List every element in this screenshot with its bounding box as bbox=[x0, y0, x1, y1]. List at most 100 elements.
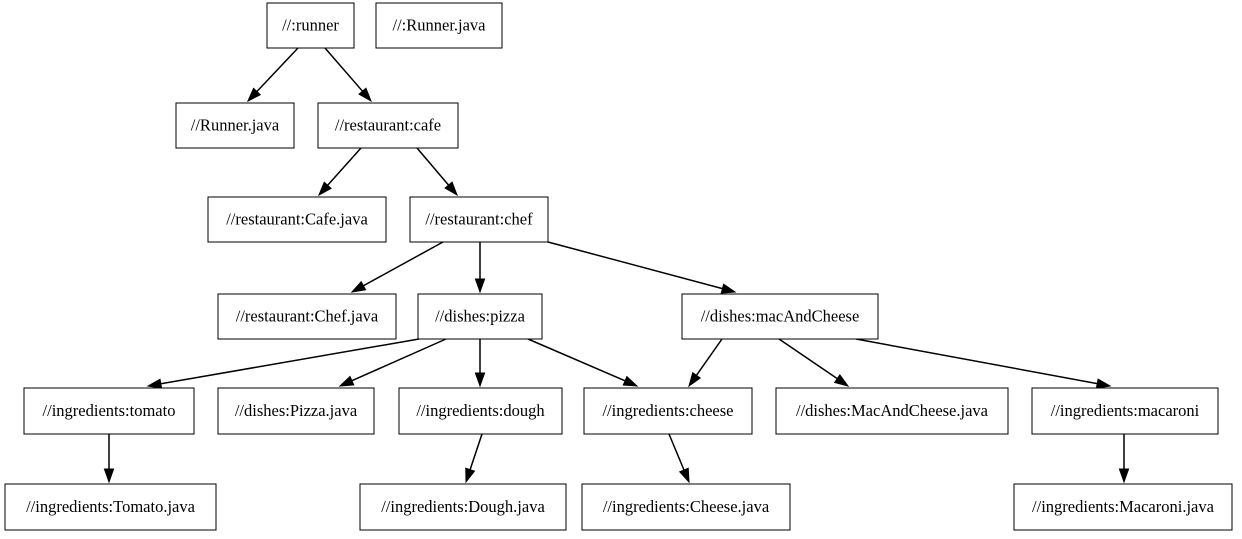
arrowhead-icon bbox=[622, 375, 639, 387]
arrowhead-icon bbox=[358, 87, 372, 103]
edge-line bbox=[855, 338, 1098, 385]
arrowhead-icon bbox=[688, 371, 702, 388]
edge-line bbox=[327, 147, 362, 186]
graph-node-runner[interactable]: //:runner bbox=[266, 2, 355, 49]
graph-node-ing_macaroni[interactable]: //ingredients:macaroni bbox=[1031, 387, 1219, 435]
graph-node-ing_dough[interactable]: //ingredients:dough bbox=[398, 387, 563, 435]
nodes-layer: //:runner //:Runner.java //Runner.java //re… bbox=[4, 2, 1233, 531]
arrowhead-icon bbox=[833, 374, 850, 387]
node-label: //ingredients:Cheese.java bbox=[603, 497, 770, 516]
node-box[interactable] bbox=[681, 293, 879, 340]
graph-node-dough_java[interactable]: //ingredients:Dough.java bbox=[359, 483, 567, 531]
node-label: //ingredients:cheese bbox=[602, 401, 733, 420]
node-box[interactable] bbox=[375, 2, 503, 49]
arrowhead-icon bbox=[474, 372, 486, 388]
edge-line bbox=[256, 47, 299, 93]
arrowhead-icon bbox=[444, 181, 458, 197]
arrowhead-icon bbox=[350, 280, 367, 293]
node-box[interactable] bbox=[583, 387, 753, 435]
node-box[interactable] bbox=[359, 483, 567, 531]
edge-line bbox=[527, 338, 626, 382]
graph-edge bbox=[318, 147, 362, 197]
node-box[interactable] bbox=[417, 293, 543, 340]
graph-node-cafe_java[interactable]: //restaurant:Cafe.java bbox=[207, 196, 387, 243]
arrowhead-icon bbox=[720, 283, 737, 294]
graph-node-tomato_java[interactable]: //ingredients:Tomato.java bbox=[4, 483, 217, 531]
node-label: //ingredients:Dough.java bbox=[381, 497, 545, 516]
node-box[interactable] bbox=[23, 387, 195, 435]
arrowhead-icon bbox=[1118, 468, 1130, 484]
node-box[interactable] bbox=[775, 387, 1009, 435]
graph-edge bbox=[246, 47, 299, 103]
node-label: //restaurant:chef bbox=[425, 209, 533, 228]
graph-edge bbox=[855, 338, 1112, 389]
arrowhead-icon bbox=[678, 467, 690, 484]
graph-node-runner_java_root[interactable]: //:Runner.java bbox=[375, 2, 503, 49]
node-box[interactable] bbox=[4, 483, 217, 531]
graph-edge bbox=[778, 338, 850, 387]
node-box[interactable] bbox=[217, 387, 375, 435]
graph-node-dishes_macandchs[interactable]: //dishes:macAndCheese bbox=[681, 293, 879, 340]
graph-node-restaurant_chef[interactable]: //restaurant:chef bbox=[409, 196, 549, 243]
graph-node-pizza_java[interactable]: //dishes:Pizza.java bbox=[217, 387, 375, 435]
node-label: //restaurant:Cafe.java bbox=[226, 209, 368, 228]
graph-node-ing_tomato[interactable]: //ingredients:tomato bbox=[23, 387, 195, 435]
edge-line bbox=[778, 338, 838, 380]
node-label: //restaurant:cafe bbox=[335, 115, 441, 134]
graph-node-restaurant_cafe[interactable]: //restaurant:cafe bbox=[317, 102, 459, 149]
node-label: //restaurant:Chef.java bbox=[236, 306, 379, 325]
node-box[interactable] bbox=[317, 102, 459, 149]
node-label: //dishes:MacAndCheese.java bbox=[796, 401, 989, 420]
graph-node-macaroni_java[interactable]: //ingredients:Macaroni.java bbox=[1013, 483, 1233, 531]
graph-node-runner_java[interactable]: //Runner.java bbox=[175, 102, 295, 149]
node-label: //ingredients:dough bbox=[416, 401, 545, 420]
node-box[interactable] bbox=[1013, 483, 1233, 531]
node-label: //dishes:pizza bbox=[435, 306, 525, 325]
node-box[interactable] bbox=[207, 196, 387, 243]
edge-line bbox=[363, 241, 444, 287]
graph-edge bbox=[146, 338, 420, 389]
graph-node-chef_java[interactable]: //restaurant:Chef.java bbox=[217, 293, 397, 340]
graph-node-macandchs_java[interactable]: //dishes:MacAndCheese.java bbox=[775, 387, 1009, 435]
edges-layer bbox=[103, 47, 1130, 484]
arrowhead-icon bbox=[146, 378, 163, 389]
arrowhead-icon bbox=[103, 468, 115, 484]
graph-edge bbox=[527, 338, 639, 387]
graph-node-ing_cheese[interactable]: //ingredients:cheese bbox=[583, 387, 753, 435]
graph-edge bbox=[1118, 434, 1130, 484]
arrowhead-icon bbox=[465, 467, 476, 484]
node-box[interactable] bbox=[217, 293, 397, 340]
node-label: //Runner.java bbox=[191, 115, 280, 134]
graph-edge bbox=[465, 433, 483, 484]
edge-line bbox=[416, 147, 450, 186]
edge-line bbox=[695, 338, 723, 376]
arrowhead-icon bbox=[338, 375, 355, 387]
edge-line bbox=[351, 338, 447, 382]
graph-node-dishes_pizza[interactable]: //dishes:pizza bbox=[417, 293, 543, 340]
node-label: //ingredients:Macaroni.java bbox=[1032, 497, 1215, 516]
arrowhead-icon bbox=[1095, 378, 1112, 389]
graph-edge bbox=[668, 433, 690, 484]
arrowhead-icon bbox=[318, 181, 332, 197]
graph-edge bbox=[474, 339, 486, 388]
graph-edge bbox=[103, 434, 115, 484]
arrowhead-icon bbox=[474, 278, 486, 294]
graph-edge bbox=[324, 47, 372, 103]
node-box[interactable] bbox=[266, 2, 355, 49]
graph-edge bbox=[688, 338, 723, 388]
node-box[interactable] bbox=[398, 387, 563, 435]
node-box[interactable] bbox=[1031, 387, 1219, 435]
graph-edge bbox=[338, 338, 447, 387]
node-box[interactable] bbox=[581, 483, 791, 531]
edge-line bbox=[469, 433, 483, 470]
node-label: //:Runner.java bbox=[392, 15, 486, 34]
graph-edge bbox=[474, 242, 486, 294]
edge-line bbox=[668, 433, 685, 471]
graph-node-cheese_java[interactable]: //ingredients:Cheese.java bbox=[581, 483, 791, 531]
node-label: //ingredients:Tomato.java bbox=[26, 497, 196, 516]
node-box[interactable] bbox=[175, 102, 295, 149]
node-label: //dishes:macAndCheese bbox=[701, 306, 860, 325]
edge-line bbox=[324, 47, 364, 92]
node-label: //ingredients:macaroni bbox=[1051, 401, 1200, 420]
node-box[interactable] bbox=[409, 196, 549, 243]
